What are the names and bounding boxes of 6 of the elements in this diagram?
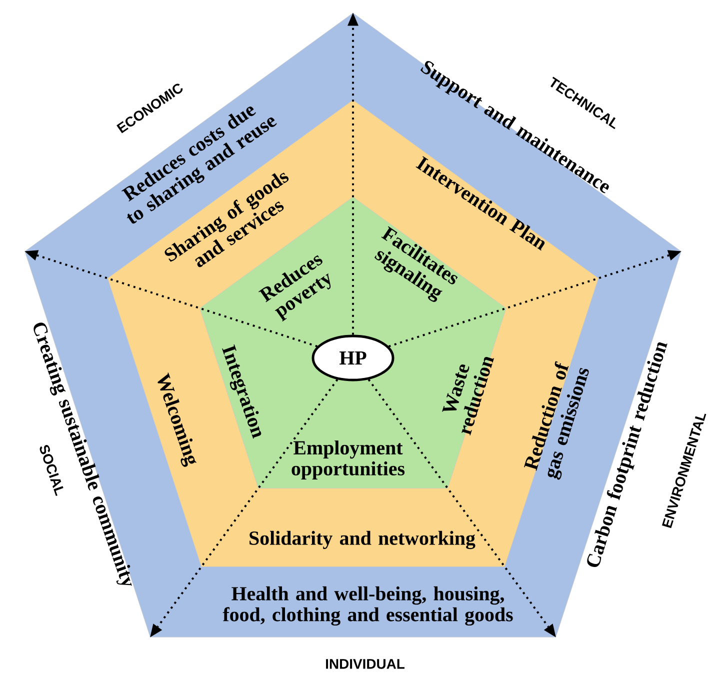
arrow: [348, 12, 358, 335]
arrow: [24, 250, 318, 348]
arrow: [368, 378, 556, 638]
category-label: INDIVIDUAL: [326, 659, 404, 669]
arrow: [388, 250, 682, 348]
arrow: [150, 378, 338, 638]
